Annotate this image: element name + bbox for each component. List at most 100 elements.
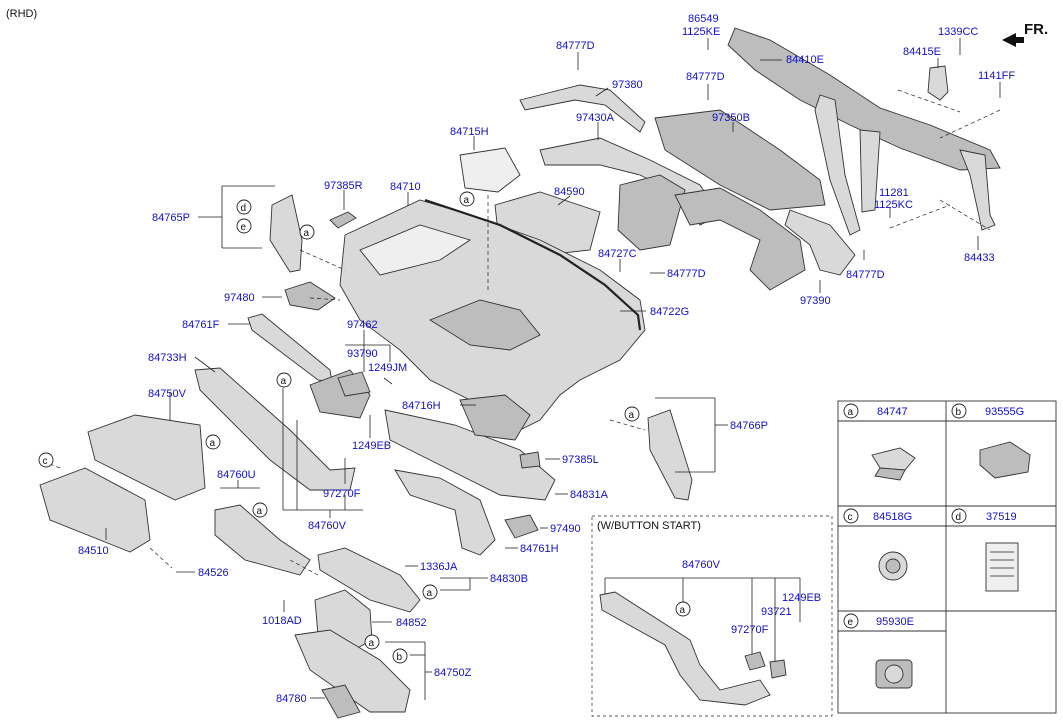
label-97385L[interactable]: 97385L bbox=[562, 454, 599, 466]
inset-label-84760V[interactable]: 84760V bbox=[682, 559, 721, 571]
inset-part-93721 bbox=[769, 659, 787, 679]
clip-icon bbox=[871, 447, 916, 481]
duct-97390 bbox=[784, 209, 856, 276]
glovebox-84510 bbox=[39, 467, 151, 553]
inset-title: (W/BUTTON START) bbox=[597, 520, 701, 532]
label-84765P[interactable]: 84765P bbox=[152, 212, 190, 224]
svg-text:c: c bbox=[43, 456, 48, 467]
vent-97385L bbox=[519, 451, 541, 469]
svg-text:a: a bbox=[680, 605, 686, 616]
label-86549[interactable]: 86549 bbox=[688, 13, 719, 25]
label-97462[interactable]: 97462 bbox=[347, 319, 378, 331]
duct-97430A bbox=[539, 137, 806, 291]
label-97270F[interactable]: 97270F bbox=[323, 488, 361, 500]
svg-text:d: d bbox=[241, 203, 247, 214]
label-1018AD[interactable]: 1018AD bbox=[262, 615, 302, 627]
label-84761H[interactable]: 84761H bbox=[520, 543, 559, 555]
label-97380[interactable]: 97380 bbox=[612, 79, 643, 91]
part-labels: 86549 1125KE 1339CC 84777D 84410E 84415E… bbox=[78, 13, 1015, 705]
label-84733H[interactable]: 84733H bbox=[148, 352, 187, 364]
garnish-84733H bbox=[194, 367, 356, 491]
label-97430A[interactable]: 97430A bbox=[576, 112, 615, 124]
svg-text:b: b bbox=[397, 652, 403, 663]
legend-part-a: 84747 bbox=[877, 406, 908, 418]
label-11281[interactable]: 11281 bbox=[879, 187, 909, 199]
inset-label-93721[interactable]: 93721 bbox=[761, 606, 792, 618]
label-97390[interactable]: 97390 bbox=[800, 295, 831, 307]
svg-text:e: e bbox=[241, 222, 247, 233]
legend-table: a 84747 b 93555G c 84518G d 37519 e bbox=[837, 400, 1057, 714]
label-84777D-top[interactable]: 84777D bbox=[556, 40, 595, 52]
label-97350B[interactable]: 97350B bbox=[712, 112, 750, 124]
trim-84761F bbox=[247, 313, 333, 383]
duct-84761H bbox=[394, 469, 496, 556]
svg-text:a: a bbox=[427, 588, 433, 599]
side-panel-84766P bbox=[647, 409, 693, 501]
label-84750V[interactable]: 84750V bbox=[148, 388, 187, 400]
label-84852[interactable]: 84852 bbox=[396, 617, 427, 629]
front-arrow-icon bbox=[1002, 33, 1024, 47]
label-84777D-2[interactable]: 84777D bbox=[686, 71, 725, 83]
lower-panel-84830B bbox=[317, 547, 421, 613]
label-84716H[interactable]: 84716H bbox=[402, 400, 441, 412]
inset-label-97270F[interactable]: 97270F bbox=[731, 624, 769, 636]
start-button-icon bbox=[875, 659, 913, 689]
duct-97380 bbox=[519, 84, 646, 133]
label-1249JM[interactable]: 1249JM bbox=[368, 362, 407, 374]
label-84722G[interactable]: 84722G bbox=[650, 306, 689, 318]
label-1339CC[interactable]: 1339CC bbox=[938, 26, 978, 38]
part-97480 bbox=[284, 281, 336, 311]
label-84710[interactable]: 84710 bbox=[390, 181, 421, 193]
label-84590[interactable]: 84590 bbox=[554, 186, 585, 198]
label-97385R[interactable]: 97385R bbox=[324, 180, 363, 192]
label-84777D-3[interactable]: 84777D bbox=[667, 268, 706, 280]
rhd-label: (RHD) bbox=[6, 8, 37, 20]
label-84830B[interactable]: 84830B bbox=[490, 573, 528, 585]
label-84410E[interactable]: 84410E bbox=[786, 54, 824, 66]
label-84433[interactable]: 84433 bbox=[964, 252, 995, 264]
label-84777D-4[interactable]: 84777D bbox=[846, 269, 885, 281]
label-84780[interactable]: 84780 bbox=[276, 693, 307, 705]
label-84727C[interactable]: 84727C bbox=[598, 248, 637, 260]
label-84766P[interactable]: 84766P bbox=[730, 420, 768, 432]
legend-part-d: 37519 bbox=[986, 511, 1017, 523]
label-84415E[interactable]: 84415E bbox=[903, 46, 941, 58]
knob-icon bbox=[878, 551, 908, 581]
svg-text:a: a bbox=[464, 195, 470, 206]
label-84760V[interactable]: 84760V bbox=[308, 520, 347, 532]
inset-part-97270F bbox=[744, 651, 766, 671]
label-93790[interactable]: 93790 bbox=[347, 348, 378, 360]
label-84760U[interactable]: 84760U bbox=[217, 469, 256, 481]
svg-text:a: a bbox=[304, 228, 310, 239]
label-84510[interactable]: 84510 bbox=[78, 545, 109, 557]
trim-strip-84722G bbox=[424, 198, 642, 331]
label-97490[interactable]: 97490 bbox=[550, 523, 581, 535]
bracket-84415E bbox=[927, 65, 949, 101]
label-1249EB[interactable]: 1249EB bbox=[352, 440, 391, 452]
label-84750Z[interactable]: 84750Z bbox=[434, 667, 472, 679]
legend-part-b: 93555G bbox=[985, 406, 1024, 418]
inset-trim-84760V bbox=[599, 591, 771, 706]
label-1125KC[interactable]: 1125KC bbox=[874, 199, 913, 211]
svg-text:d: d bbox=[956, 512, 962, 523]
vent-97385R bbox=[329, 211, 357, 229]
part-97490 bbox=[504, 514, 539, 539]
svg-text:a: a bbox=[281, 376, 287, 387]
svg-text:b: b bbox=[956, 407, 962, 418]
label-1141FF[interactable]: 1141FF bbox=[978, 70, 1015, 82]
inset-label-1249EB[interactable]: 1249EB bbox=[782, 592, 821, 604]
assembly-dashed-lines bbox=[39, 89, 1001, 576]
switch-93790 bbox=[337, 371, 371, 397]
label-97480[interactable]: 97480 bbox=[224, 292, 255, 304]
label-84761F[interactable]: 84761F bbox=[182, 319, 220, 331]
label-1336JA[interactable]: 1336JA bbox=[420, 561, 458, 573]
callout-circles: a d e a a a c a a a a b a bbox=[38, 191, 691, 664]
svg-text:e: e bbox=[848, 617, 854, 628]
label-84715H[interactable]: 84715H bbox=[450, 126, 489, 138]
label-1125KE[interactable]: 1125KE bbox=[682, 26, 720, 38]
label-84831A[interactable]: 84831A bbox=[570, 489, 609, 501]
svg-text:a: a bbox=[629, 410, 635, 421]
bracket-84760U bbox=[214, 504, 311, 576]
label-84526[interactable]: 84526 bbox=[198, 567, 229, 579]
